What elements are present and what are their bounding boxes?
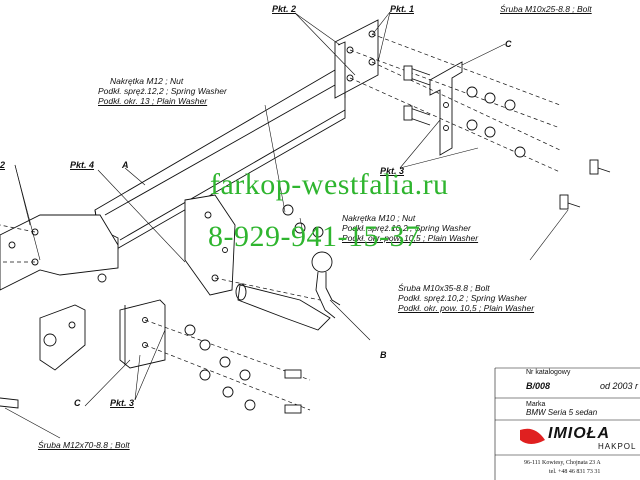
plate-c-top <box>429 61 463 156</box>
make-value: BMW Seria 5 sedan <box>526 408 598 417</box>
company-phone: tel. +48 46 831 73 31 <box>549 469 601 475</box>
center-bracket <box>184 194 236 296</box>
label-sruba-m12x70: Śruba M12x70-8.8 ; Bolt <box>38 440 130 450</box>
company-logo-sub: HAKPOL <box>598 442 637 451</box>
label-podkl-sprez-102: Podkł. spręż.10,2 ; Spring Washer <box>342 223 471 233</box>
label-b: B <box>380 350 387 360</box>
side-plate-left <box>39 304 86 371</box>
label-nakretka-m10: Nakrętka M10 ; Nut <box>342 213 416 223</box>
company-logo: IMIOŁA <box>548 425 610 442</box>
bolts-bottom <box>0 324 302 414</box>
label-podkl-okr-105: Podkł. okr. pow. 10,5 ; Plain Washer <box>342 233 479 243</box>
label-pkt2-left: 2 <box>0 160 6 170</box>
label-pkt3-bottom: Pkt. 3 <box>110 398 135 408</box>
label-c-top: C <box>505 39 512 49</box>
label-podkl-sprez-122: Podkł. spręż.12,2 ; Spring Washer <box>98 86 227 96</box>
tow-ball-b <box>235 251 341 331</box>
make-label: Marka <box>526 401 546 408</box>
company-address: 96-111 Kowiesy, Chojnata 23 A <box>524 460 601 466</box>
label-pkt4: Pkt. 4 <box>70 160 95 170</box>
label-nakretka-m12: Nakrętka M12 ; Nut <box>110 76 184 86</box>
label-c-bottom: C <box>74 398 81 408</box>
label-podkl-okr-13: Podkł. okr. 13 ; Plain Washer <box>98 96 208 106</box>
title-block <box>494 367 640 480</box>
catalog-label: Nr katalogowy <box>526 369 571 376</box>
label-podkl-okr-105b: Podkł. okr. pow. 10,5 ; Plain Washer <box>398 303 535 313</box>
label-a: A <box>122 160 129 170</box>
logo-mark <box>520 428 545 444</box>
watermark-phone: 8-929-941-15-37 <box>208 220 421 253</box>
label-podkl-sprez-102b: Podkł. spręż.10,2 ; Spring Washer <box>398 293 527 303</box>
catalog-value: B/008 <box>526 381 551 391</box>
date-value: od 2003 r <box>600 381 639 391</box>
washers-center <box>97 204 324 283</box>
label-pkt2-top: Pkt. 2 <box>272 4 297 14</box>
left-mount-bracket <box>0 214 119 291</box>
label-pkt1: Pkt. 1 <box>390 4 415 14</box>
watermark-site: farkop-westfalia.ru <box>210 168 449 201</box>
right-mount-bracket <box>334 19 379 99</box>
label-sruba-m10x35: Śruba M10x35-8.8 ; Bolt <box>398 283 490 293</box>
plate-c-bottom <box>119 299 166 369</box>
label-sruba-m10x25: Śruba M10x25-8.8 ; Bolt <box>500 4 592 14</box>
bolts-top-right <box>403 65 611 210</box>
label-pkt3-right: Pkt. 3 <box>380 166 405 176</box>
